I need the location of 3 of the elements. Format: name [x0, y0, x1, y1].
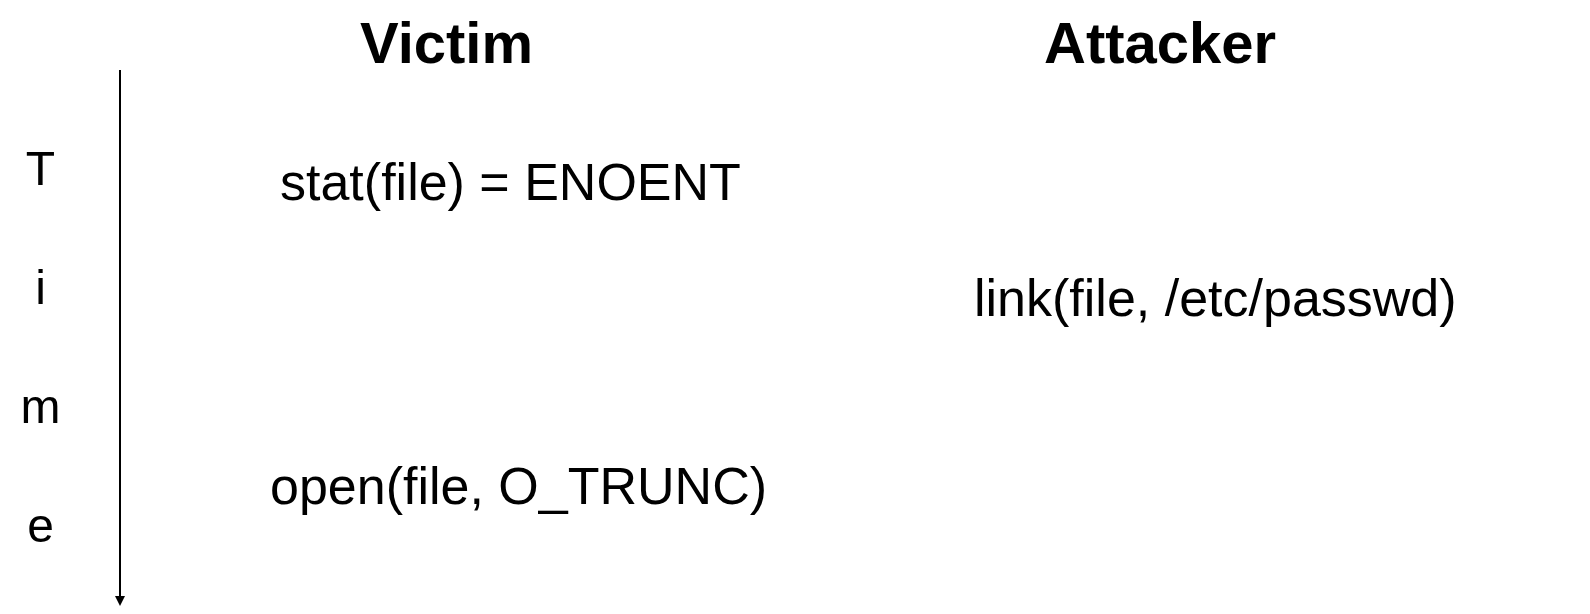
column-heading: Attacker — [1044, 14, 1277, 72]
axis-label: Time — [16, 142, 64, 614]
column-heading: Victim — [360, 14, 533, 72]
